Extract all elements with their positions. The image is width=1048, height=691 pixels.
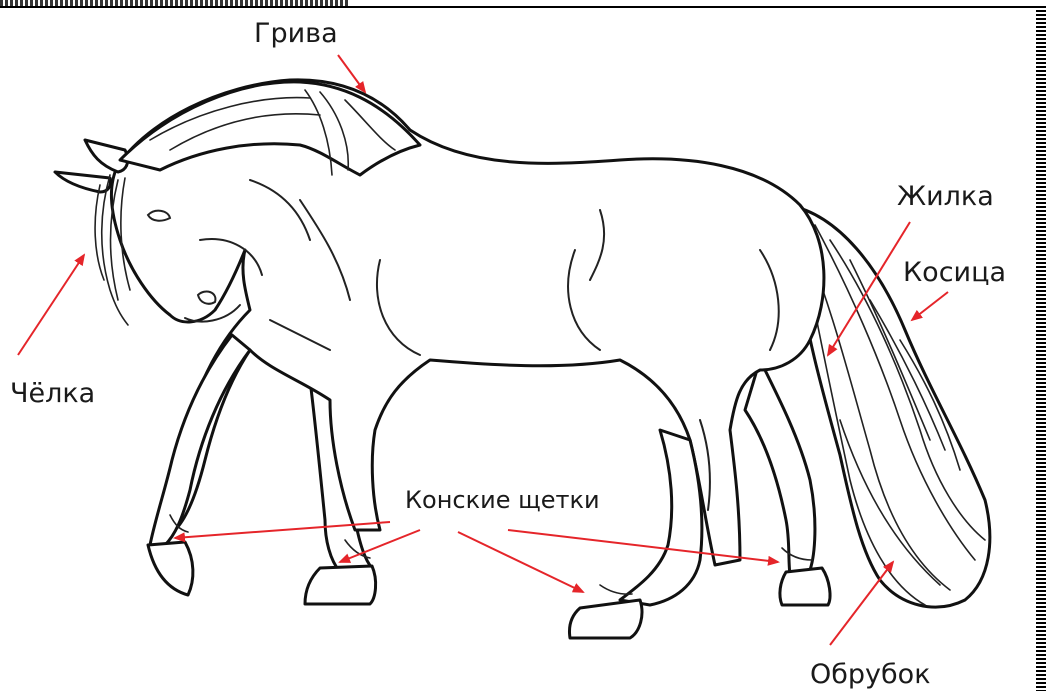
ear — [85, 140, 128, 172]
label-tail-end: Обрубок — [810, 659, 931, 690]
arrow-tail-hair — [912, 292, 948, 320]
label-tail-dock: Жилка — [897, 181, 994, 212]
ear-second — [55, 172, 111, 192]
hind-leg-far — [745, 360, 815, 575]
label-mane: Грива — [254, 18, 338, 49]
label-forelock: Чёлка — [10, 378, 95, 409]
horse-drawing — [55, 80, 990, 638]
front-hoof-far — [305, 566, 376, 604]
front-hoof-near — [148, 542, 193, 595]
hind-hoof-far — [780, 568, 830, 605]
label-fetlock-tufts: Конские щетки — [405, 486, 600, 514]
arrow-forelock — [18, 255, 84, 355]
label-tail-hair: Косица — [903, 257, 1006, 288]
front-leg-near — [150, 335, 250, 545]
arrow-tail-end — [830, 562, 893, 645]
hind-hoof-near — [569, 600, 641, 638]
arrow-tuft-hind-near — [458, 532, 583, 592]
hind-leg-near — [620, 430, 702, 605]
